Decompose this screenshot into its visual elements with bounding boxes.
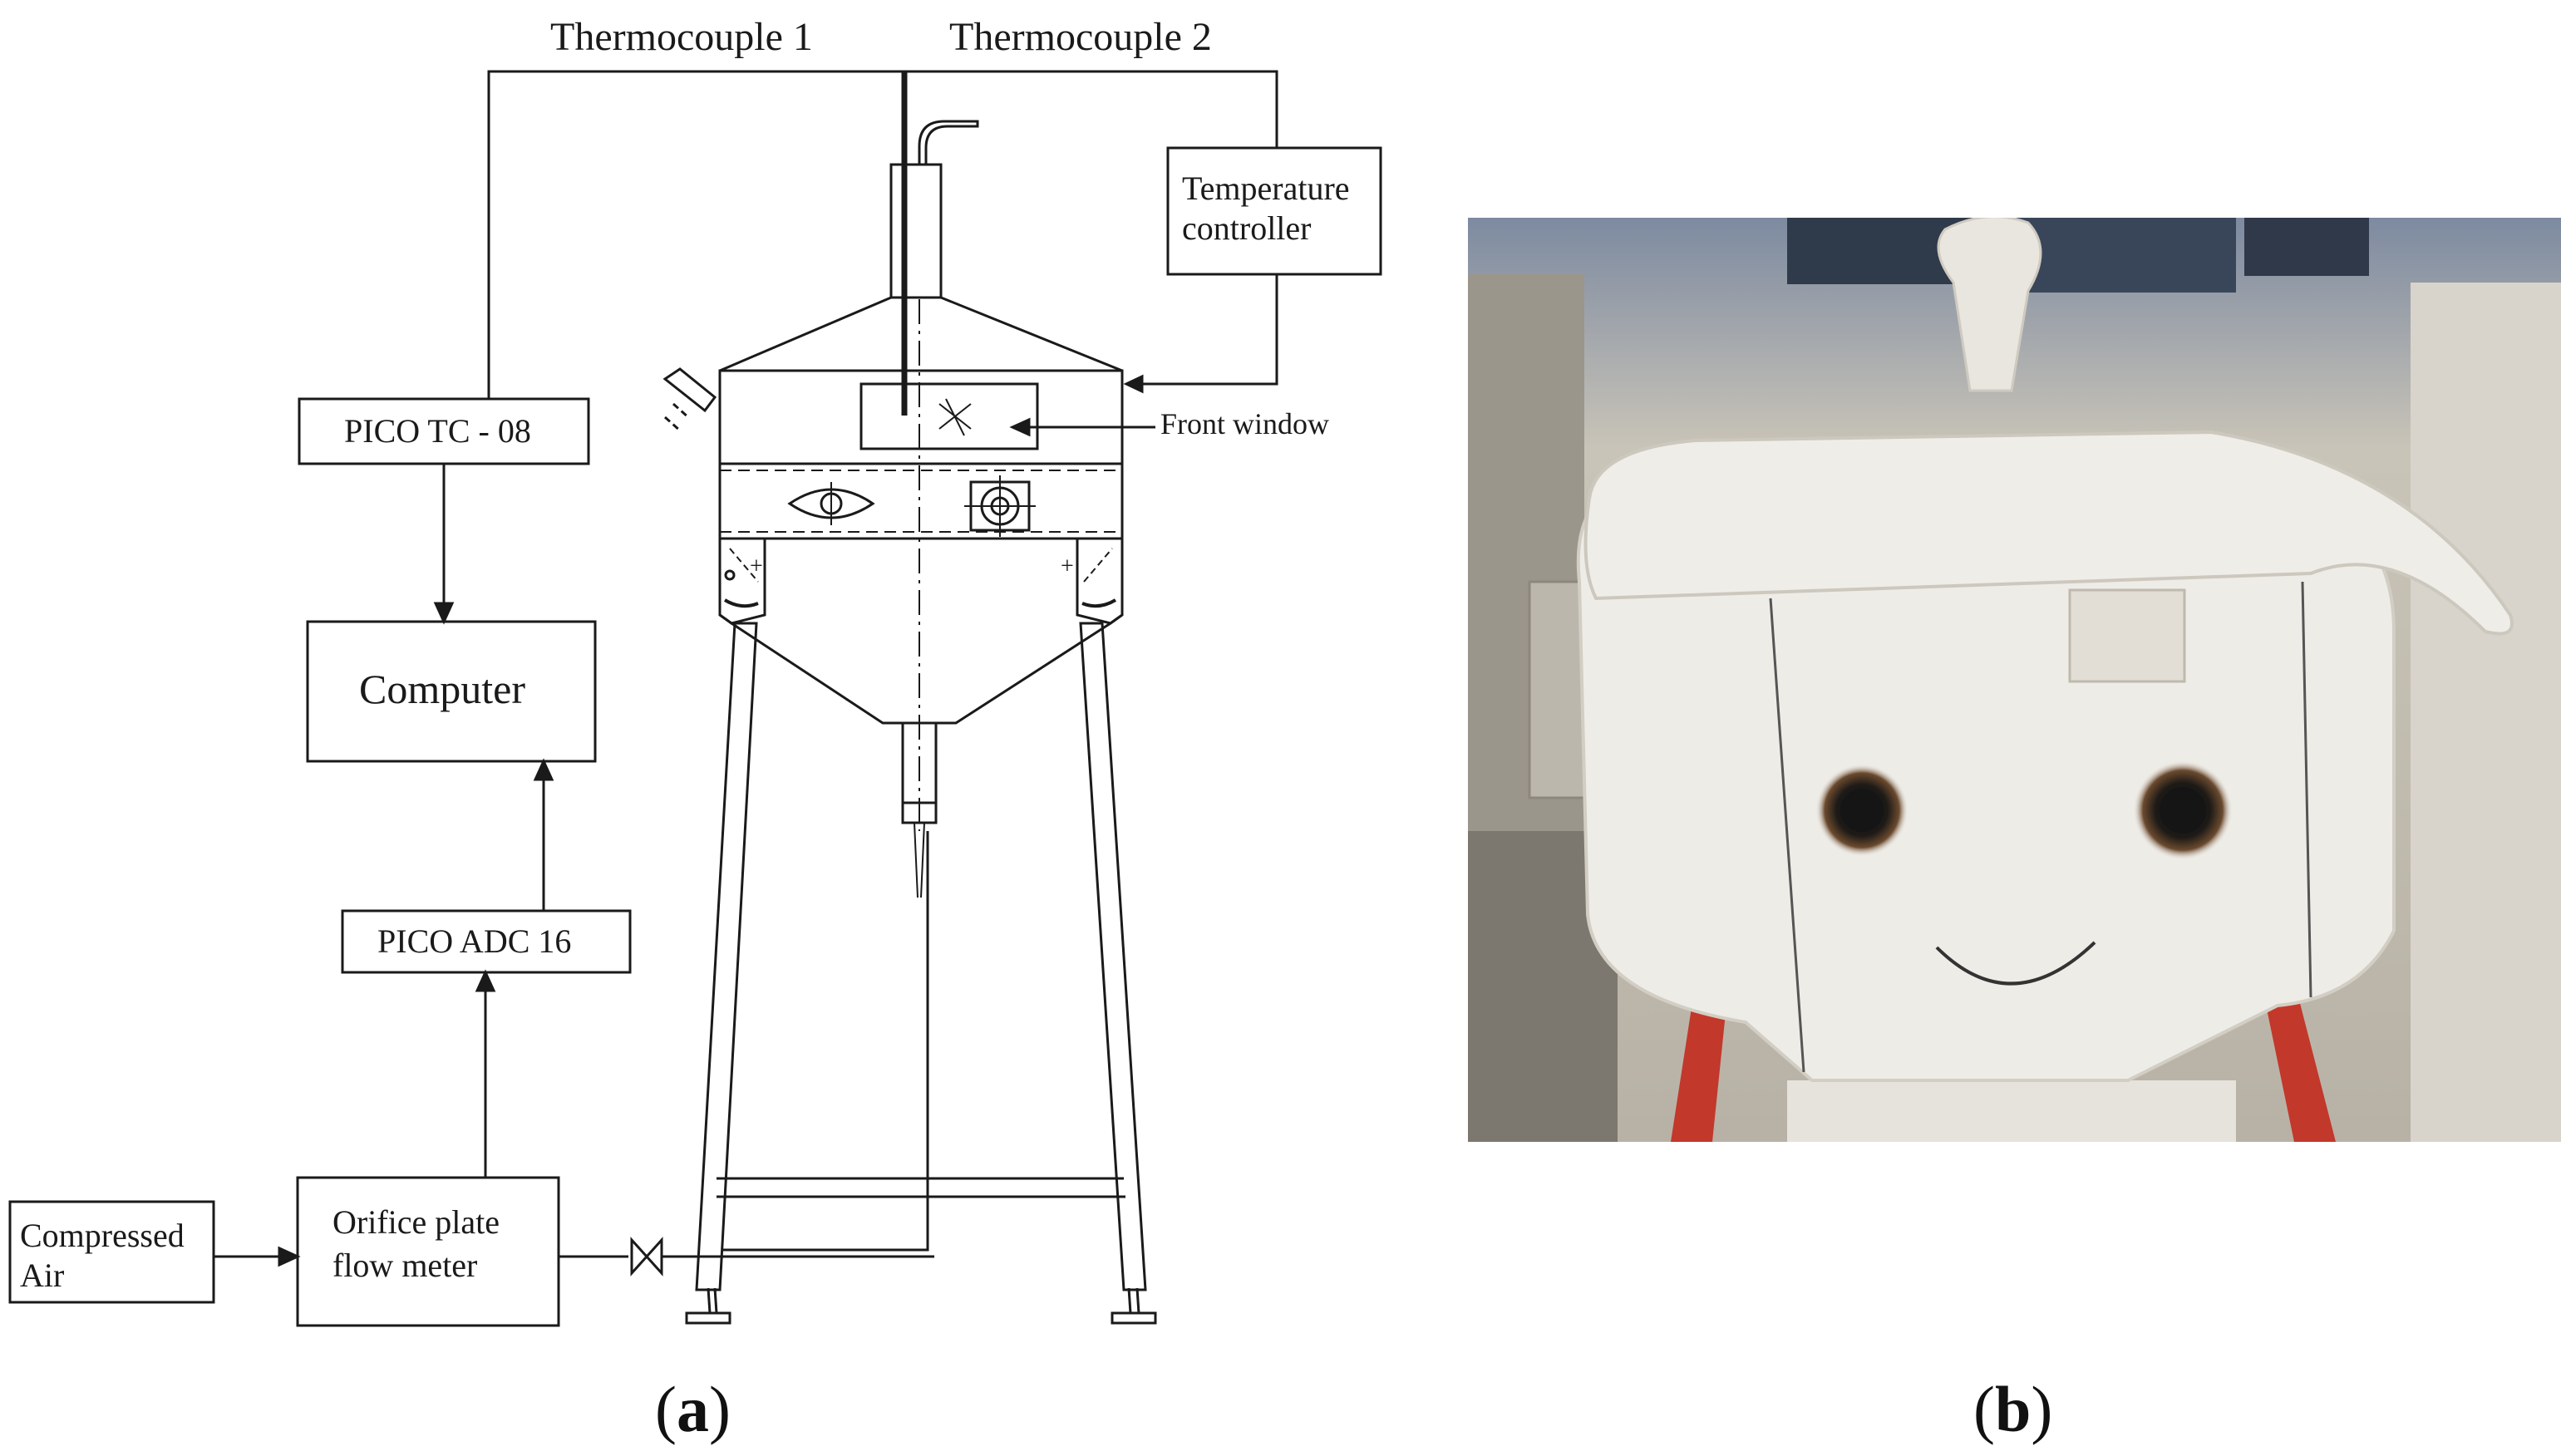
photo-red-stand (1671, 981, 1729, 1142)
thermocouple-2-label: Thermocouple 2 (949, 15, 1212, 59)
compressed-air-box (8, 1200, 215, 1304)
pico-tc-label: PICO TC - 08 (344, 412, 531, 450)
valve-icon-b (644, 1237, 663, 1276)
controller-arrowhead (1123, 374, 1144, 394)
photo-panel (1468, 218, 2561, 1142)
orifice-plate-label-2: flow meter (332, 1247, 477, 1284)
schematic-panel: + + (8, 70, 1382, 1327)
front-window-label: Front window (1160, 407, 1329, 440)
valve-icon (630, 1237, 649, 1276)
temperature-controller-label-2: controller (1182, 209, 1312, 247)
side-nozzle (662, 367, 717, 413)
gas-inlet-pipe (722, 831, 929, 1252)
thermocouple-2-wire (904, 70, 1278, 148)
caption-b-letter: b (1995, 1373, 2031, 1445)
computer-box (306, 620, 597, 763)
computer-label: Computer (359, 666, 525, 712)
photo-cabinet (2411, 283, 2561, 1142)
caption-b: (b) (1973, 1373, 2052, 1445)
thermocouple-1-label: Thermocouple 1 (550, 15, 813, 59)
controller-to-vessel-wire (1130, 274, 1278, 386)
pico-adc-label: PICO ADC 16 (377, 922, 571, 960)
exhaust-pipe (889, 163, 943, 299)
exhaust-hook (918, 120, 979, 165)
orifice-plate-box (296, 1176, 560, 1327)
svg-text:+: + (750, 553, 763, 579)
caption-a: (a) (655, 1373, 731, 1445)
air-arrowhead (278, 1246, 301, 1267)
caption-a-close: ) (709, 1373, 731, 1445)
stand-legs (685, 622, 1157, 1325)
temperature-controller-box (1166, 146, 1382, 276)
photo-insulation-lid (1583, 430, 2514, 636)
compressed-air-label-1: Compressed (20, 1217, 185, 1254)
orifice-arrowhead (475, 969, 496, 992)
orifice-plate-label-1: Orifice plate (332, 1203, 500, 1241)
caption-a-letter: a (677, 1373, 709, 1445)
svg-text:+: + (1061, 553, 1074, 579)
bottom-outlet (901, 721, 938, 824)
thermocouple-1-wire (487, 70, 904, 399)
sight-port-icon (787, 482, 875, 525)
compressed-air-label-2: Air (20, 1257, 64, 1294)
temperature-controller-label-1: Temperature (1182, 170, 1350, 207)
reactor-hood (719, 296, 1123, 372)
caption-a-open: ( (655, 1373, 677, 1445)
photo-window-patch (2068, 588, 2186, 683)
caption-b-open: ( (1973, 1373, 1995, 1445)
flange-port-icon (964, 475, 1036, 537)
reactor-middle-band (718, 462, 1124, 540)
pico-tc-arrowhead (433, 602, 455, 625)
schematic-labels: Thermocouple 1 Thermocouple 2 Temperatur… (20, 15, 1350, 1294)
front-window (859, 382, 1039, 450)
pico-adc-arrowhead (533, 758, 554, 781)
photo-smile (1935, 941, 2096, 986)
photo-top-knob (1937, 218, 2042, 392)
caption-b-close: ) (2031, 1373, 2052, 1445)
